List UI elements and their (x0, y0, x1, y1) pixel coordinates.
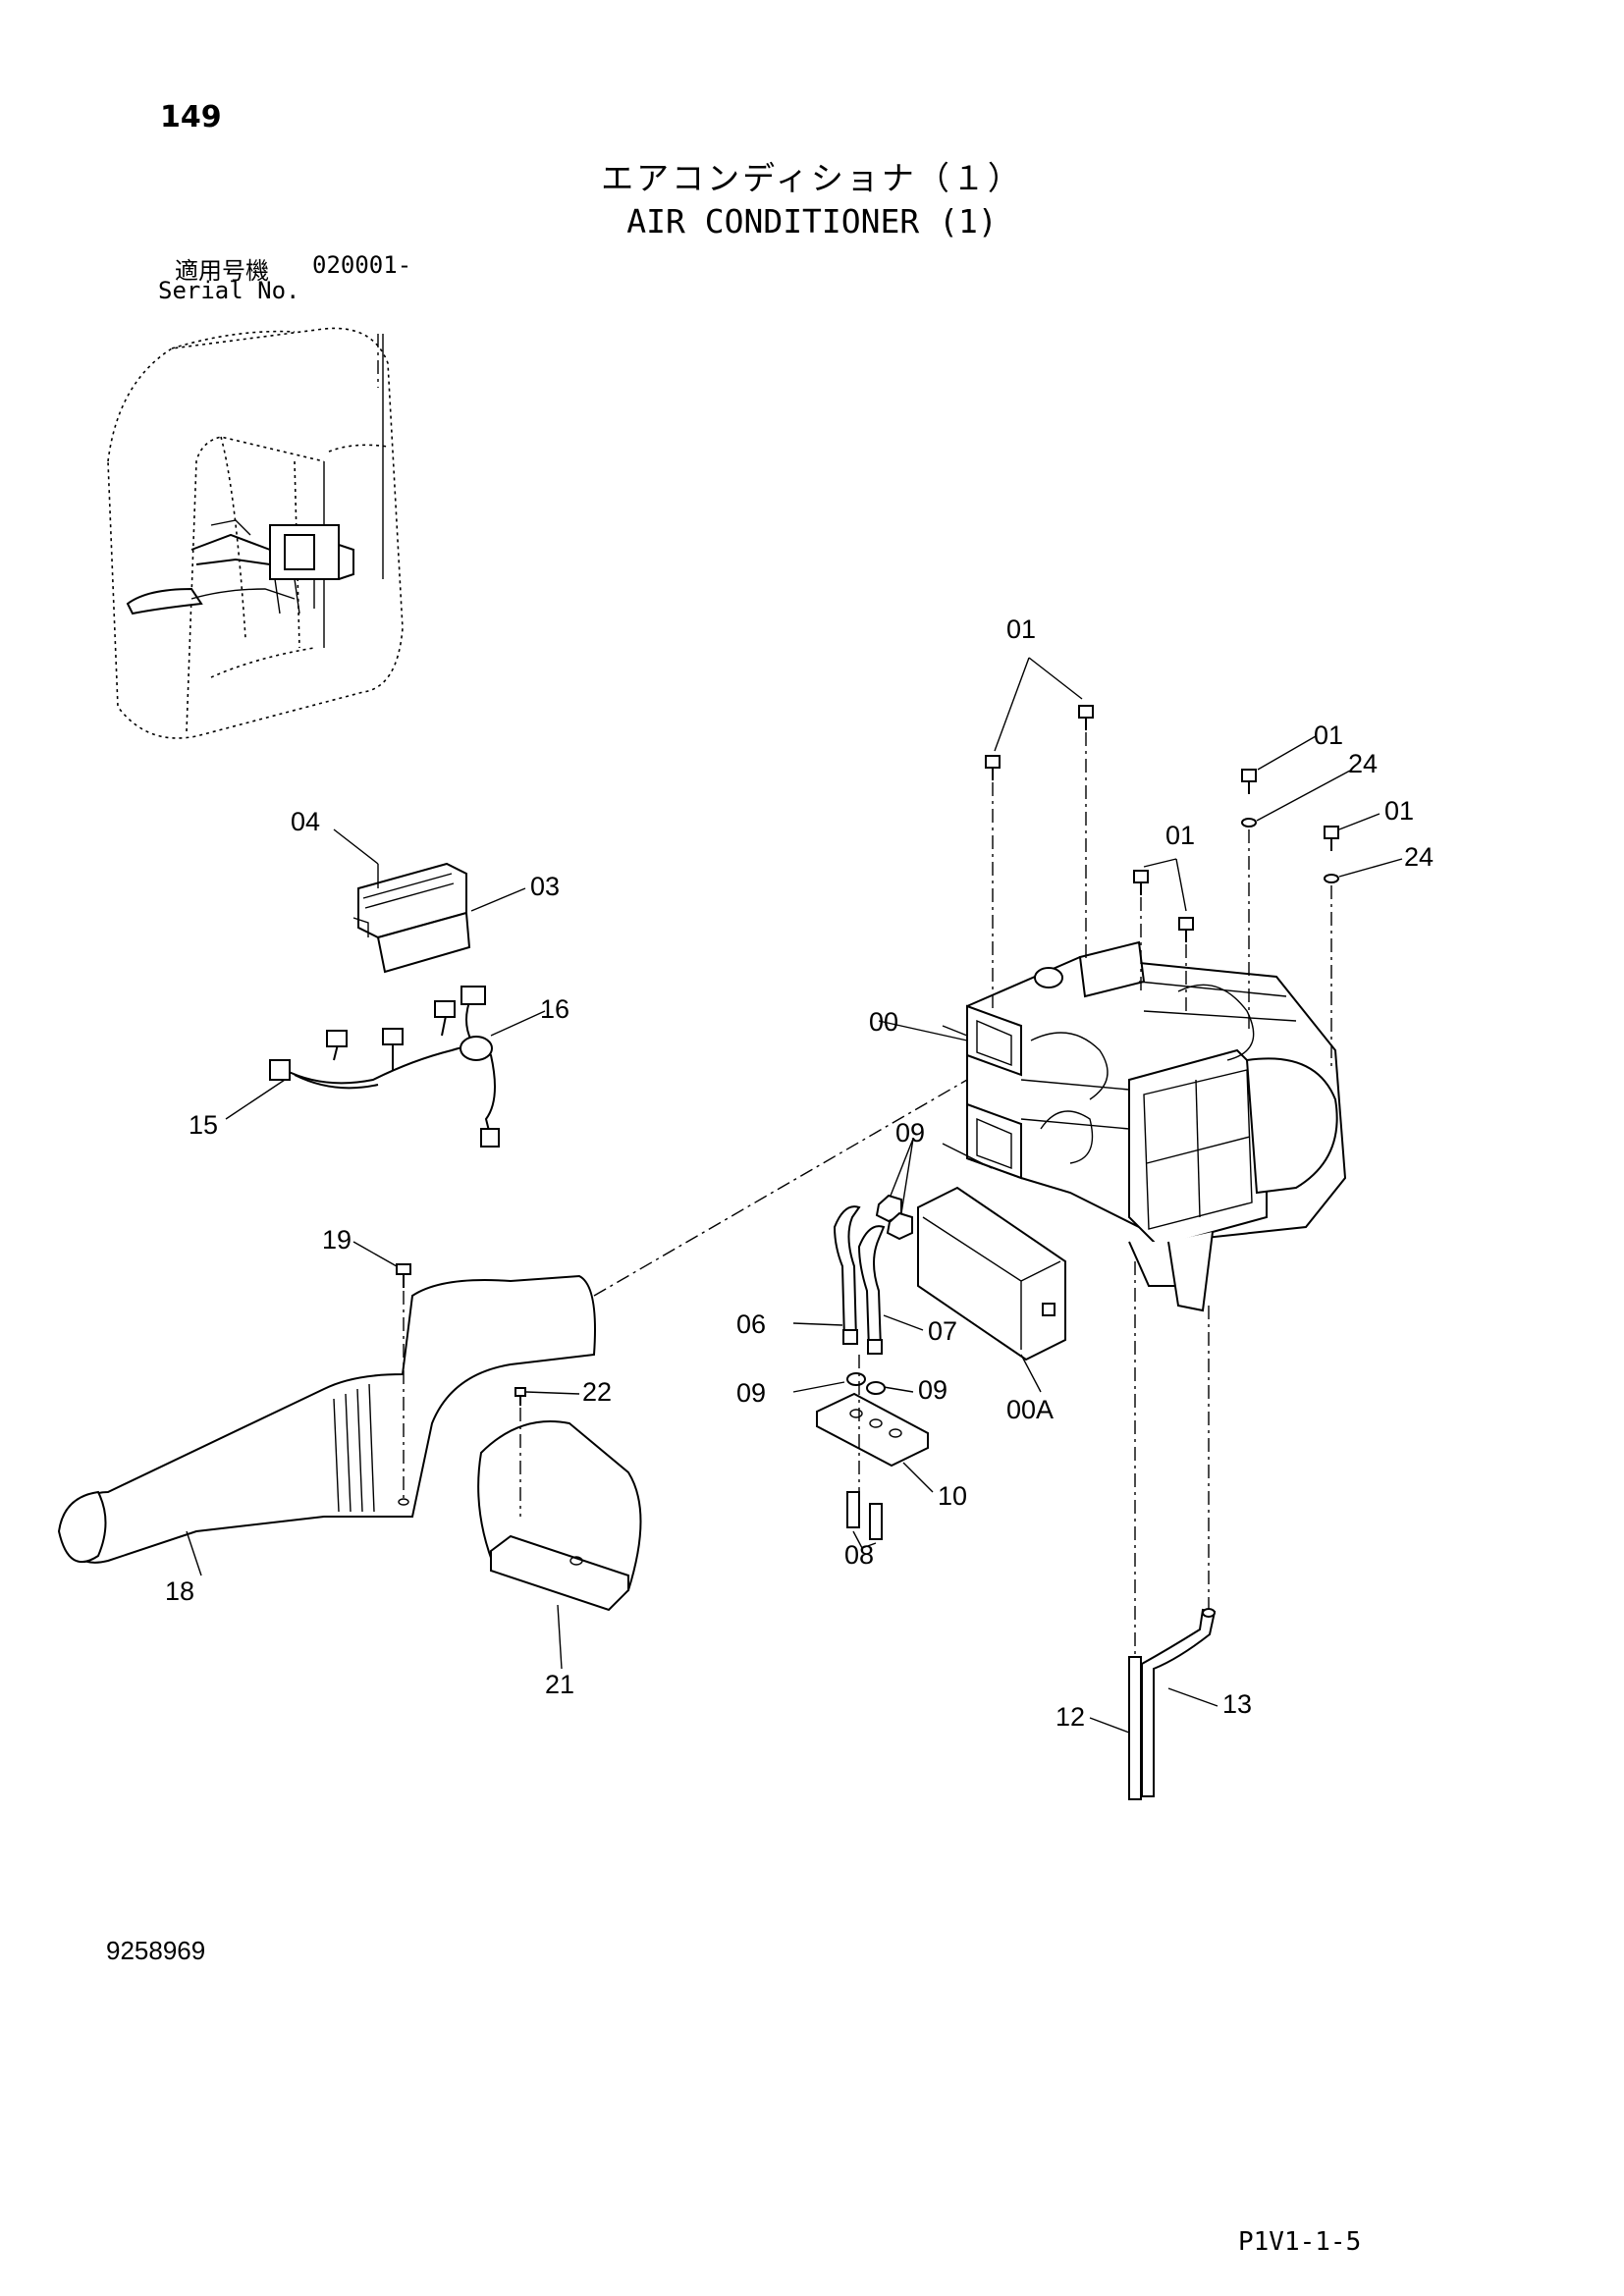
callout-09: 09 (895, 1118, 925, 1148)
part-15-16-wire-harness (225, 986, 546, 1148)
callout-19: 19 (322, 1225, 352, 1255)
cab-overview-illustration (107, 327, 404, 739)
callout-07: 07 (928, 1316, 957, 1346)
part-06-07-hoses-part-10-plate (792, 1205, 934, 1549)
callout-01: 01 (1384, 796, 1414, 826)
serial-number-value: 020001- (312, 251, 412, 279)
page-title-japanese: エアコンディショナ（１） (601, 159, 1023, 197)
page-title-english: AIR CONDITIONER (1) (626, 202, 998, 240)
serial-label-english: Serial No. (158, 277, 300, 304)
part-00-air-conditioner-unit (878, 940, 1347, 1312)
callout-04: 04 (291, 807, 320, 836)
callout-22: 22 (582, 1377, 612, 1407)
callout-01: 01 (1165, 821, 1195, 850)
callout-10: 10 (938, 1481, 967, 1511)
callout-08: 08 (844, 1540, 874, 1570)
callout-24: 24 (1348, 749, 1378, 778)
screws-01-washers-24 (985, 657, 1403, 1070)
callout-00: 00 (869, 1007, 898, 1037)
callout-15: 15 (189, 1110, 218, 1140)
page-number: 149 (160, 100, 222, 134)
callout-01: 01 (1006, 614, 1036, 644)
callout-06: 06 (736, 1309, 766, 1339)
page-code: P1V1-1-5 (1238, 2227, 1362, 2257)
callout-00a: 00A (1006, 1395, 1054, 1424)
callout-labels: 01 01 24 01 24 01 04 03 16 15 00 09 06 0… (165, 614, 1434, 1732)
callout-13: 13 (1222, 1689, 1252, 1719)
drawing-number: 9258969 (106, 1936, 206, 1965)
callout-21: 21 (545, 1670, 574, 1699)
part-21-vent-duct (477, 1387, 642, 1670)
callout-18: 18 (165, 1576, 194, 1606)
callout-03: 03 (530, 872, 560, 901)
callout-09: 09 (918, 1375, 947, 1405)
part-03-control-unit (333, 828, 526, 974)
callout-09: 09 (736, 1378, 766, 1408)
part-00a-filter (875, 1138, 1066, 1393)
callout-01: 01 (1314, 721, 1343, 750)
callout-16: 16 (540, 994, 569, 1024)
callout-24: 24 (1404, 842, 1434, 872)
part-18-air-duct (57, 1079, 968, 1576)
callout-12: 12 (1056, 1702, 1085, 1732)
serial-label-japanese: 適用号機 (175, 257, 269, 285)
part-12-13-drain-hoses (1089, 1261, 1218, 1800)
